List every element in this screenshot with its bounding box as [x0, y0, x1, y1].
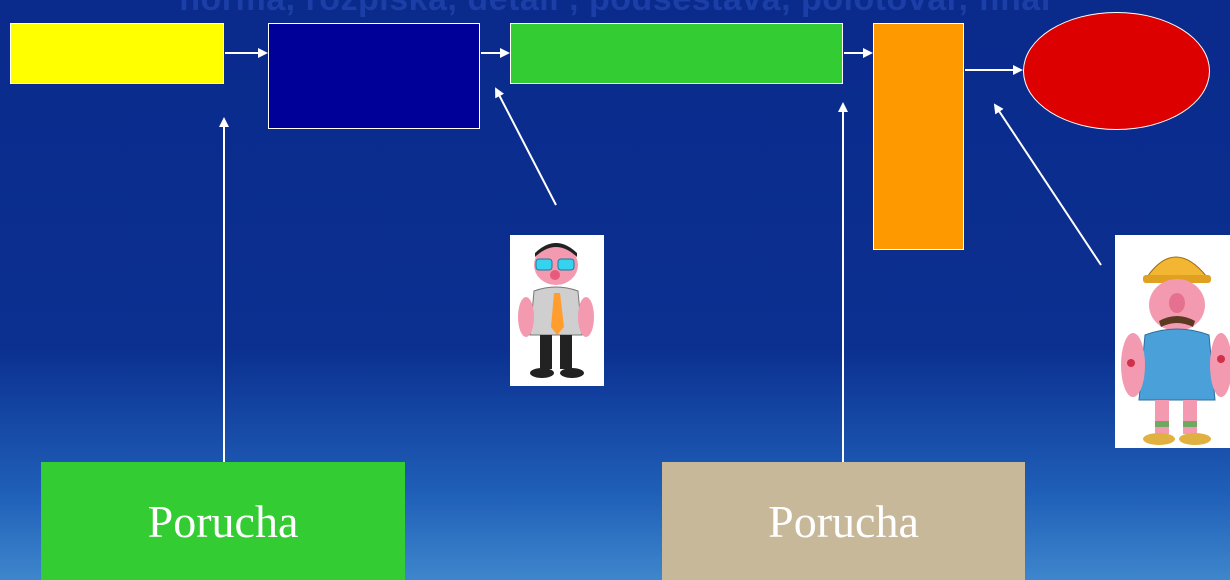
arrow-worker	[993, 103, 1102, 266]
failure-label-right: Porucha	[662, 462, 1025, 580]
arrow-engineer	[495, 87, 557, 206]
worker-figure-icon	[1115, 235, 1230, 448]
failure-label-right-text: Porucha	[768, 495, 919, 547]
process-box-2	[268, 23, 480, 129]
slide-title: norma, rozpiska, detail , podsestava, po…	[0, 0, 1230, 19]
engineer-figure-icon	[510, 235, 604, 386]
process-box-1	[10, 23, 224, 84]
failure-label-left: Porucha	[41, 462, 405, 580]
process-box-3	[510, 23, 843, 84]
failure-label-left-text: Porucha	[147, 495, 299, 547]
process-box-4	[873, 23, 964, 250]
final-product-ellipse	[1023, 12, 1210, 130]
